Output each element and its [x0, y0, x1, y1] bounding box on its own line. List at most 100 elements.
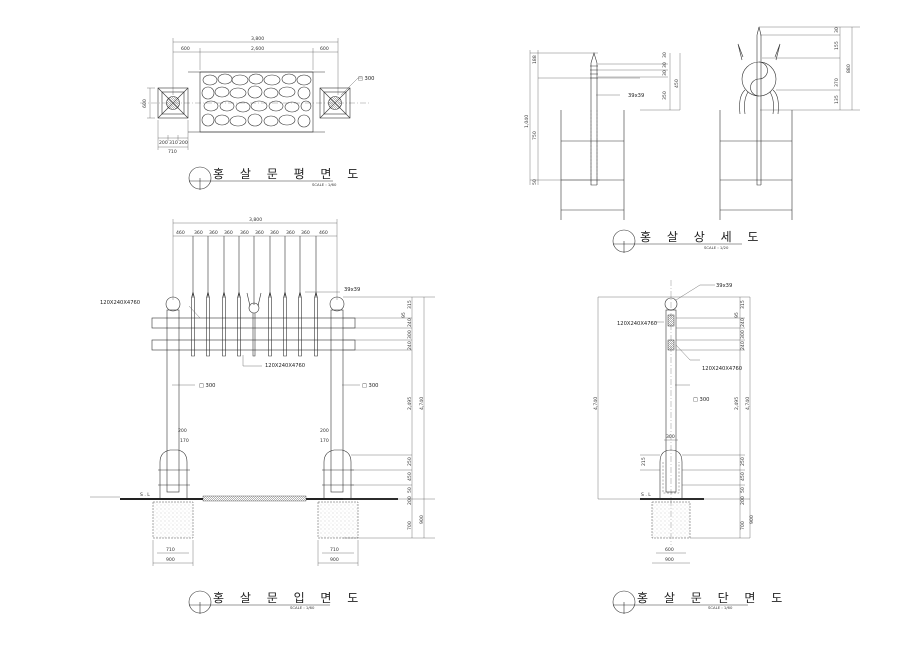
section-title: 홍 살 문 단 면 도 — [637, 591, 788, 605]
dimension-label: S . L — [641, 492, 651, 498]
plan-post-left — [157, 87, 189, 119]
dimension-label: 30 — [662, 52, 668, 58]
dimension-label: 120X240X4760 — [100, 300, 140, 306]
dimension-label: 300 — [740, 330, 746, 339]
dimension-label: 315 — [407, 300, 413, 309]
dimension-label: S . L — [140, 492, 150, 498]
left-footing — [152, 501, 194, 539]
elevation-scale: SCALE : 1/60 — [290, 605, 315, 610]
dimension-label: 2,600 — [251, 46, 264, 52]
arrow-bar — [191, 236, 195, 357]
dimension-label: 360 — [255, 230, 264, 236]
right-footing — [317, 501, 359, 539]
dimension-label: 360 — [286, 230, 295, 236]
dimension-label: 600 — [665, 547, 674, 553]
upper-beam — [151, 317, 356, 329]
arrow-bar — [222, 236, 226, 357]
detail-view: 홍 살 상 세 도 SCALE : 1/20 1,040188750503030… — [524, 26, 860, 253]
dimension-label: 240 — [740, 341, 746, 350]
dimension-label: 2,495 — [407, 397, 413, 410]
arrow-bar — [206, 236, 210, 357]
dimension-label: 360 — [270, 230, 279, 236]
dimension-label: 50 — [532, 179, 538, 185]
section-footing — [651, 501, 691, 539]
stone-paving — [199, 71, 314, 133]
dimension-label: 135 — [834, 95, 840, 104]
dimension-label: □ 300 — [362, 383, 378, 389]
dimension-label: □ 300 — [358, 76, 374, 82]
stone-pattern — [201, 73, 312, 128]
arrow-bar — [298, 236, 302, 357]
lower-beam — [151, 339, 356, 351]
dimension-label: 200 — [179, 140, 188, 146]
dimension-label: 188 — [532, 55, 538, 64]
dimension-label: 360 — [209, 230, 218, 236]
dimension-label: 39x39 — [716, 283, 732, 289]
section-scale: SCALE : 1/60 — [708, 605, 733, 610]
elevation-title: 홍 살 문 입 면 도 — [213, 591, 364, 605]
dimension-label: 200 — [159, 140, 168, 146]
dimension-label: 600 — [142, 99, 148, 108]
dimension-label: 450 — [407, 472, 413, 481]
dimension-label: 1,040 — [524, 115, 530, 128]
dimension-label: 900 — [749, 515, 755, 524]
dimension-label: 900 — [166, 557, 175, 563]
dimension-label: 900 — [665, 557, 674, 563]
dimension-label: 370 — [834, 78, 840, 87]
dimension-label: 95 — [734, 312, 740, 318]
dimension-label: 170 — [320, 438, 329, 444]
arrow-bar — [268, 236, 272, 357]
dimension-label: 200 — [178, 428, 187, 434]
dimension-label: 200 — [407, 496, 413, 505]
arrow-bar — [283, 236, 287, 357]
plan-title: 홍 살 문 평 면 도 — [213, 167, 364, 181]
dimension-label: 900 — [419, 515, 425, 524]
dimension-label: 360 — [301, 230, 310, 236]
dimension-label: 4,740 — [593, 397, 599, 410]
dimension-label: 240 — [740, 318, 746, 327]
section-view: 홍 살 문 단 면 도 SCALE : 1/60 39x39 120X240X47… — [593, 280, 788, 614]
dimension-label: 360 — [194, 230, 203, 236]
dimension-label: □ 300 — [693, 397, 709, 403]
dimension-label: 315 — [740, 300, 746, 309]
dimension-label: 250 — [407, 457, 413, 466]
dimension-label: 880 — [846, 64, 852, 73]
right-post — [330, 309, 344, 493]
dimension-label: 750 — [532, 131, 538, 140]
dimension-label: 3,800 — [249, 217, 262, 223]
dimension-label: 3,800 — [251, 36, 264, 42]
arrow-bar — [314, 236, 318, 357]
arrow-bar — [237, 236, 241, 357]
dimension-label: 120X240X4760 — [702, 366, 742, 372]
dimension-label: 4,740 — [745, 397, 751, 410]
elevation-view: 홍 살 문 입 면 도 SCALE : 1/60 3,800 460 360 360 3… — [90, 217, 435, 614]
dimension-label: 39x39 — [344, 287, 360, 293]
dimension-label: 700 — [407, 521, 413, 530]
dimension-label: 170 — [180, 438, 189, 444]
dimension-label: 4,740 — [419, 397, 425, 410]
dimension-label: 155 — [834, 41, 840, 50]
dimension-label: 350 — [662, 91, 668, 100]
dimension-label: 30 — [834, 27, 840, 33]
dimension-label: 310 — [169, 140, 178, 146]
dimension-label: 240 — [407, 318, 413, 327]
dimension-label: 50 — [407, 487, 413, 493]
dimension-label: 2,495 — [734, 397, 740, 410]
dimension-label: 700 — [740, 521, 746, 530]
dimension-label: 360 — [224, 230, 233, 236]
dimension-label: 300 — [407, 330, 413, 339]
dimension-label: 710 — [330, 547, 339, 553]
dimension-label: 30 — [662, 70, 668, 76]
dimension-label: 300 — [666, 434, 675, 440]
dimension-label: 30 — [662, 62, 668, 68]
dimension-label: 600 — [320, 46, 329, 52]
dimension-label: 460 — [319, 230, 328, 236]
dimension-label: 50 — [740, 487, 746, 493]
dimension-label: 250 — [740, 457, 746, 466]
dimension-label: 710 — [166, 547, 175, 553]
dimension-label: 240 — [407, 341, 413, 350]
dimension-label: 200 — [320, 428, 329, 434]
dimension-label: 39x39 — [628, 93, 644, 99]
